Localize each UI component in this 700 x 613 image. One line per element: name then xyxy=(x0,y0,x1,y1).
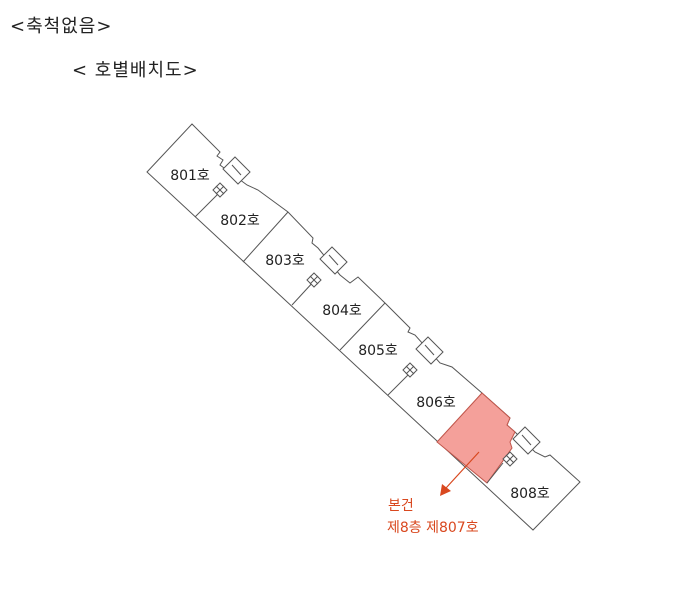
diagram-title: < 호별배치도> xyxy=(72,60,199,81)
building-outline xyxy=(146,123,581,531)
core-2 xyxy=(306,246,348,288)
core-1 xyxy=(212,156,251,198)
unit-807-highlight[interactable] xyxy=(436,392,516,484)
unit-801-label: 801호 xyxy=(170,168,210,184)
divider-807-808 xyxy=(486,462,504,484)
divider-804-805 xyxy=(339,302,386,351)
scale-note: <축척없음> xyxy=(10,16,113,37)
unit-804-label: 804호 xyxy=(322,303,362,319)
unit-805-label: 805호 xyxy=(358,343,398,359)
core-3 xyxy=(402,336,444,378)
core-4 xyxy=(502,426,541,467)
divider-805-806 xyxy=(387,372,411,396)
subject-arrow-line xyxy=(445,451,480,489)
subject-arrow-head xyxy=(440,484,451,496)
unit-803-label: 803호 xyxy=(265,253,305,269)
unit-806-label: 806호 xyxy=(416,395,456,411)
subject-label-line1: 본건 xyxy=(388,498,414,514)
divider-802-803 xyxy=(242,211,289,263)
divider-801-802 xyxy=(194,193,219,218)
subject-label-line2: 제8층 제807호 xyxy=(387,520,479,536)
unit-808-label: 808호 xyxy=(510,486,550,502)
unit-802-label: 802호 xyxy=(220,213,260,229)
